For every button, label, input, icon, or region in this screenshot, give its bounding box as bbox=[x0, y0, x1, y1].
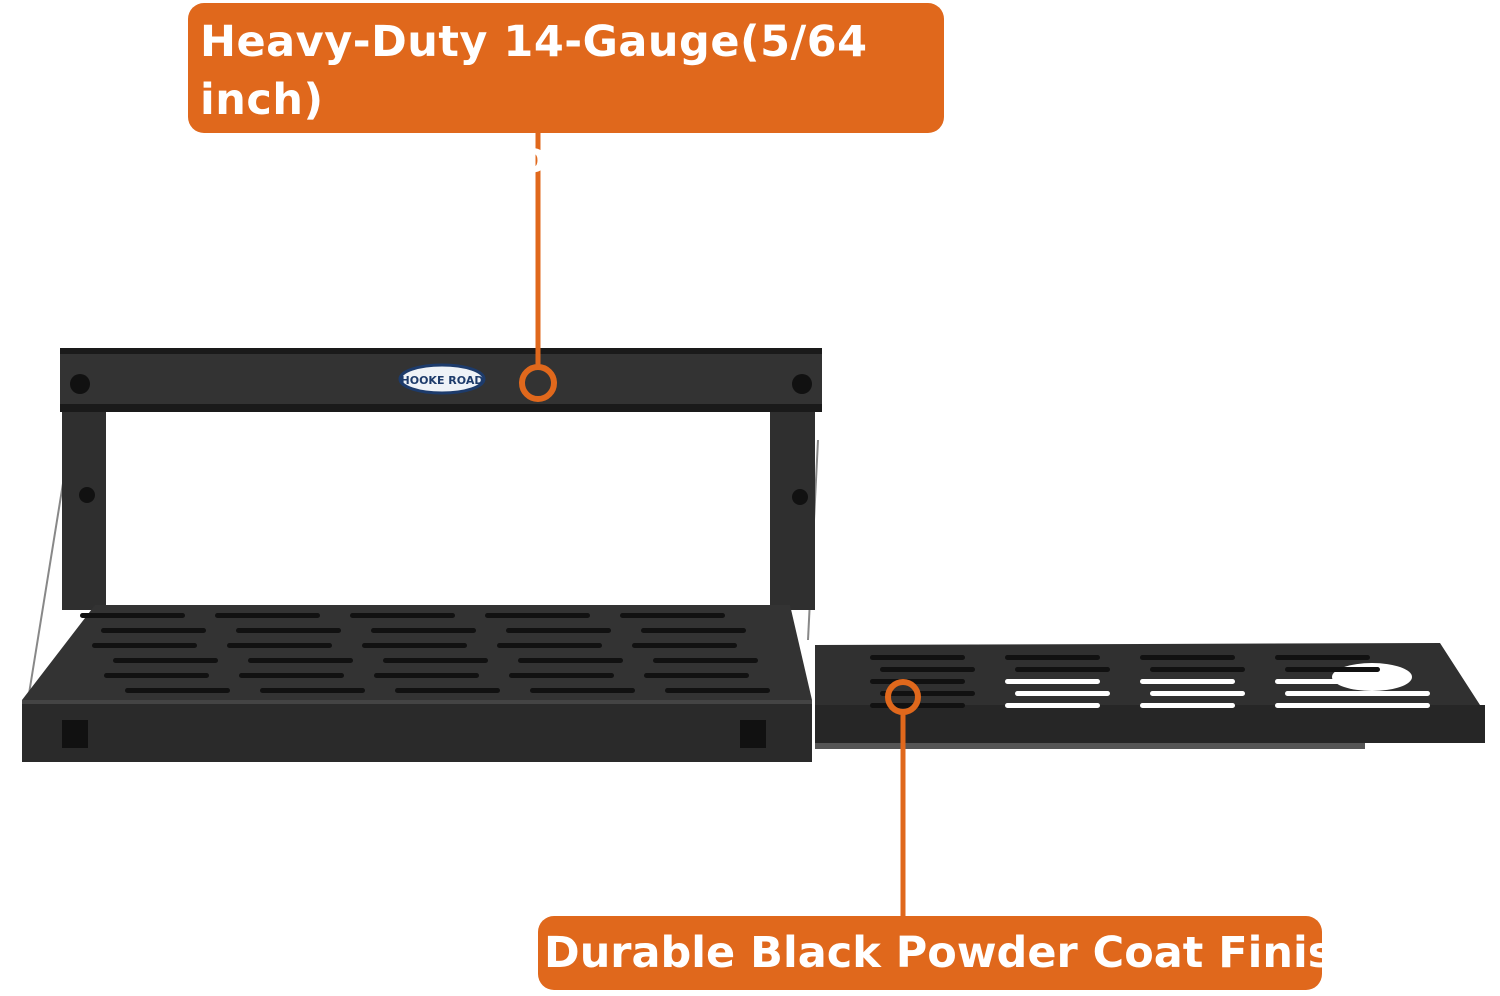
slot bbox=[509, 673, 614, 678]
slot bbox=[1140, 655, 1235, 660]
callout-text: Durable Black Powder Coat Finish bbox=[544, 928, 1364, 978]
slot bbox=[104, 673, 209, 678]
hooke-road-logo: HOOKE ROAD bbox=[398, 363, 486, 395]
tray-top bbox=[22, 605, 812, 700]
slot bbox=[1150, 691, 1245, 696]
svg-text:HOOKE ROAD: HOOKE ROAD bbox=[401, 374, 484, 387]
callout-connector-bottom bbox=[885, 679, 921, 916]
slot bbox=[665, 688, 770, 693]
slot bbox=[1005, 679, 1100, 684]
slot bbox=[653, 658, 758, 663]
slot bbox=[239, 673, 344, 678]
slot bbox=[644, 673, 749, 678]
callout-steel-plate: Heavy-Duty 14-Gauge(5/64 inch) Steel Pla… bbox=[188, 3, 944, 183]
slot bbox=[350, 613, 455, 618]
slot bbox=[497, 643, 602, 648]
slot bbox=[1275, 655, 1370, 660]
slot bbox=[880, 667, 975, 672]
slot bbox=[1015, 667, 1110, 672]
slide-extension-front bbox=[815, 705, 1485, 743]
slot bbox=[227, 643, 332, 648]
slot bbox=[215, 613, 320, 618]
slot bbox=[92, 643, 197, 648]
slot bbox=[101, 628, 206, 633]
callout-powder-coat: Durable Black Powder Coat Finish bbox=[538, 916, 1364, 990]
slot bbox=[620, 613, 725, 618]
slot bbox=[236, 628, 341, 633]
slot bbox=[641, 628, 746, 633]
slot bbox=[1285, 667, 1380, 672]
slot bbox=[1340, 703, 1430, 708]
slot bbox=[870, 679, 965, 684]
slot bbox=[383, 658, 488, 663]
callout-line-1: Heavy-Duty 14-Gauge(5/64 inch) bbox=[200, 17, 868, 125]
right-upright bbox=[770, 410, 815, 610]
tailgate-table: HOOKE ROAD bbox=[22, 348, 1485, 762]
slot bbox=[362, 643, 467, 648]
slot bbox=[530, 688, 635, 693]
slot bbox=[880, 691, 975, 696]
slot bbox=[632, 643, 737, 648]
slot bbox=[80, 613, 185, 618]
slot bbox=[374, 673, 479, 678]
slot bbox=[506, 628, 611, 633]
callout-line-2: Steel Plate Construction bbox=[200, 133, 803, 183]
slot bbox=[125, 688, 230, 693]
slot bbox=[485, 613, 590, 618]
slot bbox=[1015, 691, 1110, 696]
slot bbox=[260, 688, 365, 693]
tray-front bbox=[22, 700, 812, 762]
slot bbox=[1005, 703, 1100, 708]
slot bbox=[870, 655, 965, 660]
slot bbox=[1340, 691, 1430, 696]
left-upright bbox=[62, 410, 106, 610]
slot bbox=[371, 628, 476, 633]
slot bbox=[113, 658, 218, 663]
slot bbox=[1150, 667, 1245, 672]
slot bbox=[518, 658, 623, 663]
slot bbox=[248, 658, 353, 663]
callout-connector-top bbox=[519, 133, 557, 402]
slot bbox=[1005, 655, 1100, 660]
slot bbox=[1275, 679, 1370, 684]
slot bbox=[1140, 703, 1235, 708]
slot bbox=[1140, 679, 1235, 684]
slot bbox=[395, 688, 500, 693]
